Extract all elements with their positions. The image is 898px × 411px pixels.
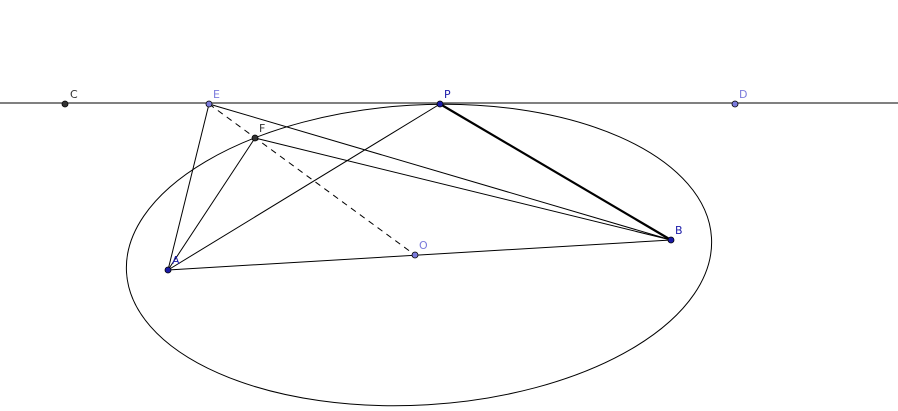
point-p[interactable] (436, 100, 444, 108)
segment-eo (208, 103, 416, 256)
label-e: E (213, 88, 220, 101)
label-d: D (739, 88, 747, 101)
segment-ea (167, 103, 210, 271)
point-c[interactable] (61, 100, 69, 108)
label-f: F (259, 122, 265, 135)
segment-ab (167, 239, 672, 271)
segment-pb (439, 103, 672, 241)
labels-layer: C E P D F B O A (70, 88, 747, 267)
point-f[interactable] (251, 134, 259, 142)
label-p: P (444, 88, 451, 101)
label-b: B (675, 224, 683, 237)
segment-fb (254, 137, 672, 241)
label-o: O (419, 239, 428, 252)
label-a: A (172, 254, 180, 267)
segment-fa (167, 137, 256, 271)
segments-layer (167, 103, 672, 271)
segment-pa (167, 103, 441, 271)
segment-eb (208, 103, 672, 241)
point-d[interactable] (731, 100, 739, 108)
ellipse (125, 103, 713, 407)
point-a[interactable] (164, 266, 172, 274)
point-b[interactable] (667, 236, 675, 244)
points-layer (61, 100, 739, 274)
point-o[interactable] (411, 251, 419, 259)
label-c: C (70, 88, 78, 101)
point-e[interactable] (205, 100, 213, 108)
